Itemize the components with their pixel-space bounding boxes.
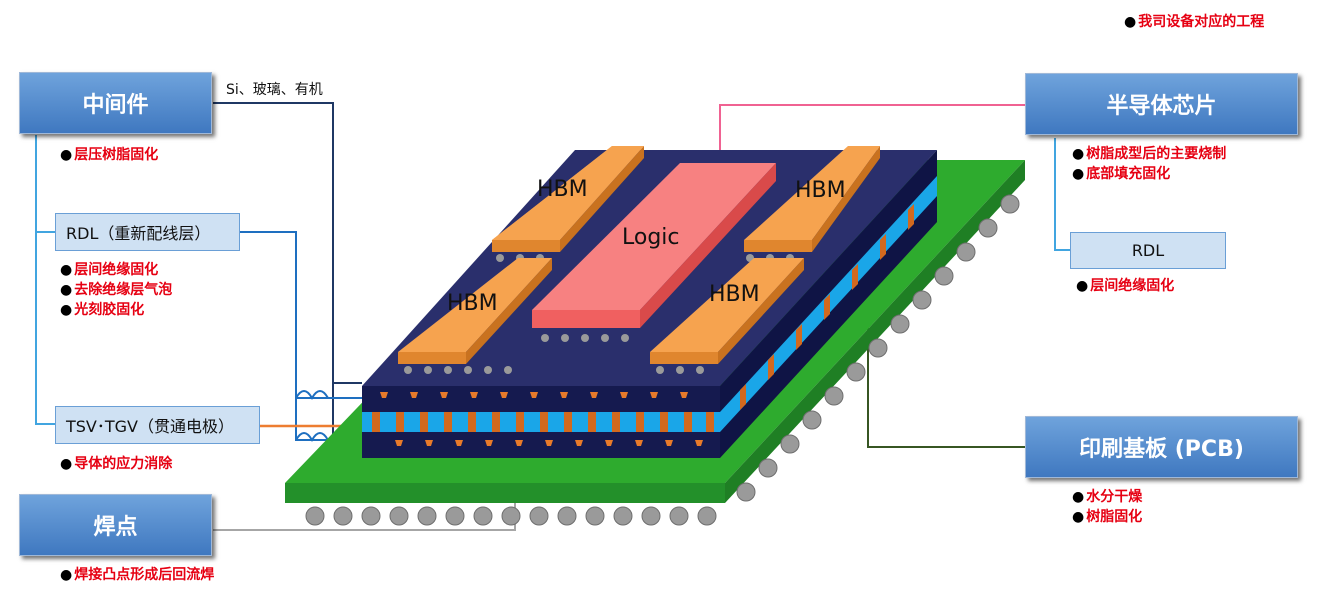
tsv-label: TSV･TGV（贯通电极） xyxy=(66,417,234,436)
pcb-connector xyxy=(867,318,1026,448)
interposer-title-box: 中间件 xyxy=(19,72,212,134)
chip-title-box: 半导体芯片 xyxy=(1025,73,1298,135)
interposer-material: Si、玻璃、有机 xyxy=(226,82,323,98)
chip-bumps xyxy=(404,254,794,374)
rdl-right-box: RDL xyxy=(1070,232,1226,269)
chip-notes: ●树脂成型后的主要烧制 ●底部填充固化 xyxy=(1072,146,1227,182)
solder-note-0: ●焊接凸点形成后回流焊 xyxy=(60,567,215,583)
bullet-icon: ● xyxy=(1072,166,1085,182)
rdl-right-note-0: ●层间绝缘固化 xyxy=(1076,278,1175,294)
interposer-connector xyxy=(213,102,362,384)
legend: ●我司设备对应的工程 xyxy=(1124,12,1264,32)
logic-label: Logic xyxy=(622,225,680,250)
hbm-label-4: HBM xyxy=(709,282,760,307)
solder-balls xyxy=(305,194,1020,526)
hbm-chips xyxy=(398,146,880,364)
bullet-icon: ● xyxy=(60,456,73,472)
bullet-icon: ● xyxy=(60,262,73,278)
hbm-label-1: HBM xyxy=(537,177,588,202)
bullet-icon: ● xyxy=(60,567,73,583)
bullet-icon: ● xyxy=(60,302,73,318)
bullet-icon: ● xyxy=(1072,489,1085,505)
hbm-top-left xyxy=(492,146,644,252)
solder-title: 焊点 xyxy=(93,515,138,540)
bullet-icon: ● xyxy=(1072,146,1085,162)
rdl-left-box: RDL（重新配线层） xyxy=(55,213,240,251)
rdl-right-label: RDL xyxy=(1131,241,1165,260)
rdl-left-connector xyxy=(240,231,362,399)
interposer-title: 中间件 xyxy=(82,93,149,118)
pcb-notes: ●水分干燥 ●树脂固化 xyxy=(1072,489,1143,525)
hbm-top-right xyxy=(744,146,880,252)
bullet-icon: ● xyxy=(1124,14,1137,30)
bullet-icon: ● xyxy=(60,147,73,163)
interposer-note-0: ●层压树脂固化 xyxy=(60,147,159,163)
hbm-label-3: HBM xyxy=(447,291,498,316)
chip-title: 半导体芯片 xyxy=(1106,94,1217,119)
logic-chip xyxy=(532,163,776,328)
left-bracket xyxy=(35,135,58,425)
rdl-left-notes: ●层间绝缘固化 ●去除绝缘层气泡 ●光刻胶固化 xyxy=(60,262,173,318)
pcb-title: 印刷基板 (PCB) xyxy=(1079,437,1244,462)
legend-text: 我司设备对应的工程 xyxy=(1138,14,1265,30)
bullet-icon: ● xyxy=(1076,278,1089,294)
hbm-bottom-left xyxy=(398,258,552,364)
bullet-icon: ● xyxy=(60,282,73,298)
bullet-icon: ● xyxy=(1072,509,1085,525)
pcb-title-box: 印刷基板 (PCB) xyxy=(1025,416,1298,478)
hbm-bottom-right xyxy=(650,258,804,364)
solder-title-box: 焊点 xyxy=(19,494,212,556)
chip-rdl-connector xyxy=(1054,138,1070,251)
hbm-label-2: HBM xyxy=(795,178,846,203)
rdl-left-label: RDL（重新配线层） xyxy=(66,224,211,243)
tsv-note-0: ●导体的应力消除 xyxy=(60,456,173,472)
tsv-box: TSV･TGV（贯通电极） xyxy=(55,406,260,444)
